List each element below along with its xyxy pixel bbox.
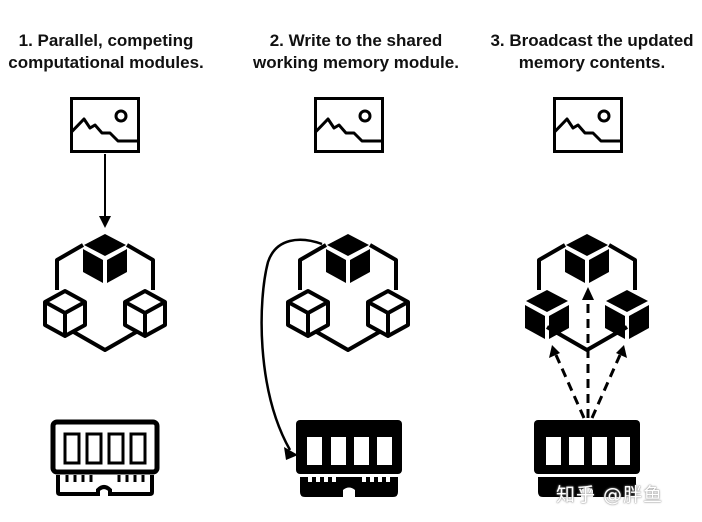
step-3-title: 3. Broadcast the updated memory contents…	[482, 30, 702, 74]
step-3-memory-chip-icon	[534, 420, 640, 497]
step-1-title-line2: computational modules.	[8, 53, 204, 72]
step-1-memory-chip-icon	[50, 419, 160, 496]
step-2-title-line1: 2. Write to the shared	[269, 31, 443, 50]
step-2-title: 2. Write to the shared working memory mo…	[238, 30, 474, 74]
step-3-title-line1: 3. Broadcast the updated	[490, 31, 694, 50]
step-3-title-line2: memory contents.	[518, 53, 666, 72]
step-2-write-arrow	[260, 238, 323, 460]
step-1-image-icon	[70, 97, 140, 153]
step-1-modules-icon	[43, 234, 167, 352]
step-2-title-line2: working memory module.	[253, 53, 459, 72]
step-1-title: 1. Parallel, competing computational mod…	[0, 30, 212, 74]
step-2-memory-chip-icon	[296, 420, 402, 497]
step-3-broadcast-arrows	[554, 298, 622, 419]
step-2-modules-icon	[286, 234, 410, 352]
step-1-title-line1: 1. Parallel, competing	[18, 31, 194, 50]
step-2-image-icon	[314, 97, 384, 153]
watermark: 知乎 @胖鱼	[556, 484, 664, 506]
step-3-image-icon	[553, 97, 623, 153]
step-3-arrowheads	[549, 287, 627, 358]
diagram-canvas	[43, 97, 649, 497]
step-1-arrow-down	[99, 154, 111, 228]
